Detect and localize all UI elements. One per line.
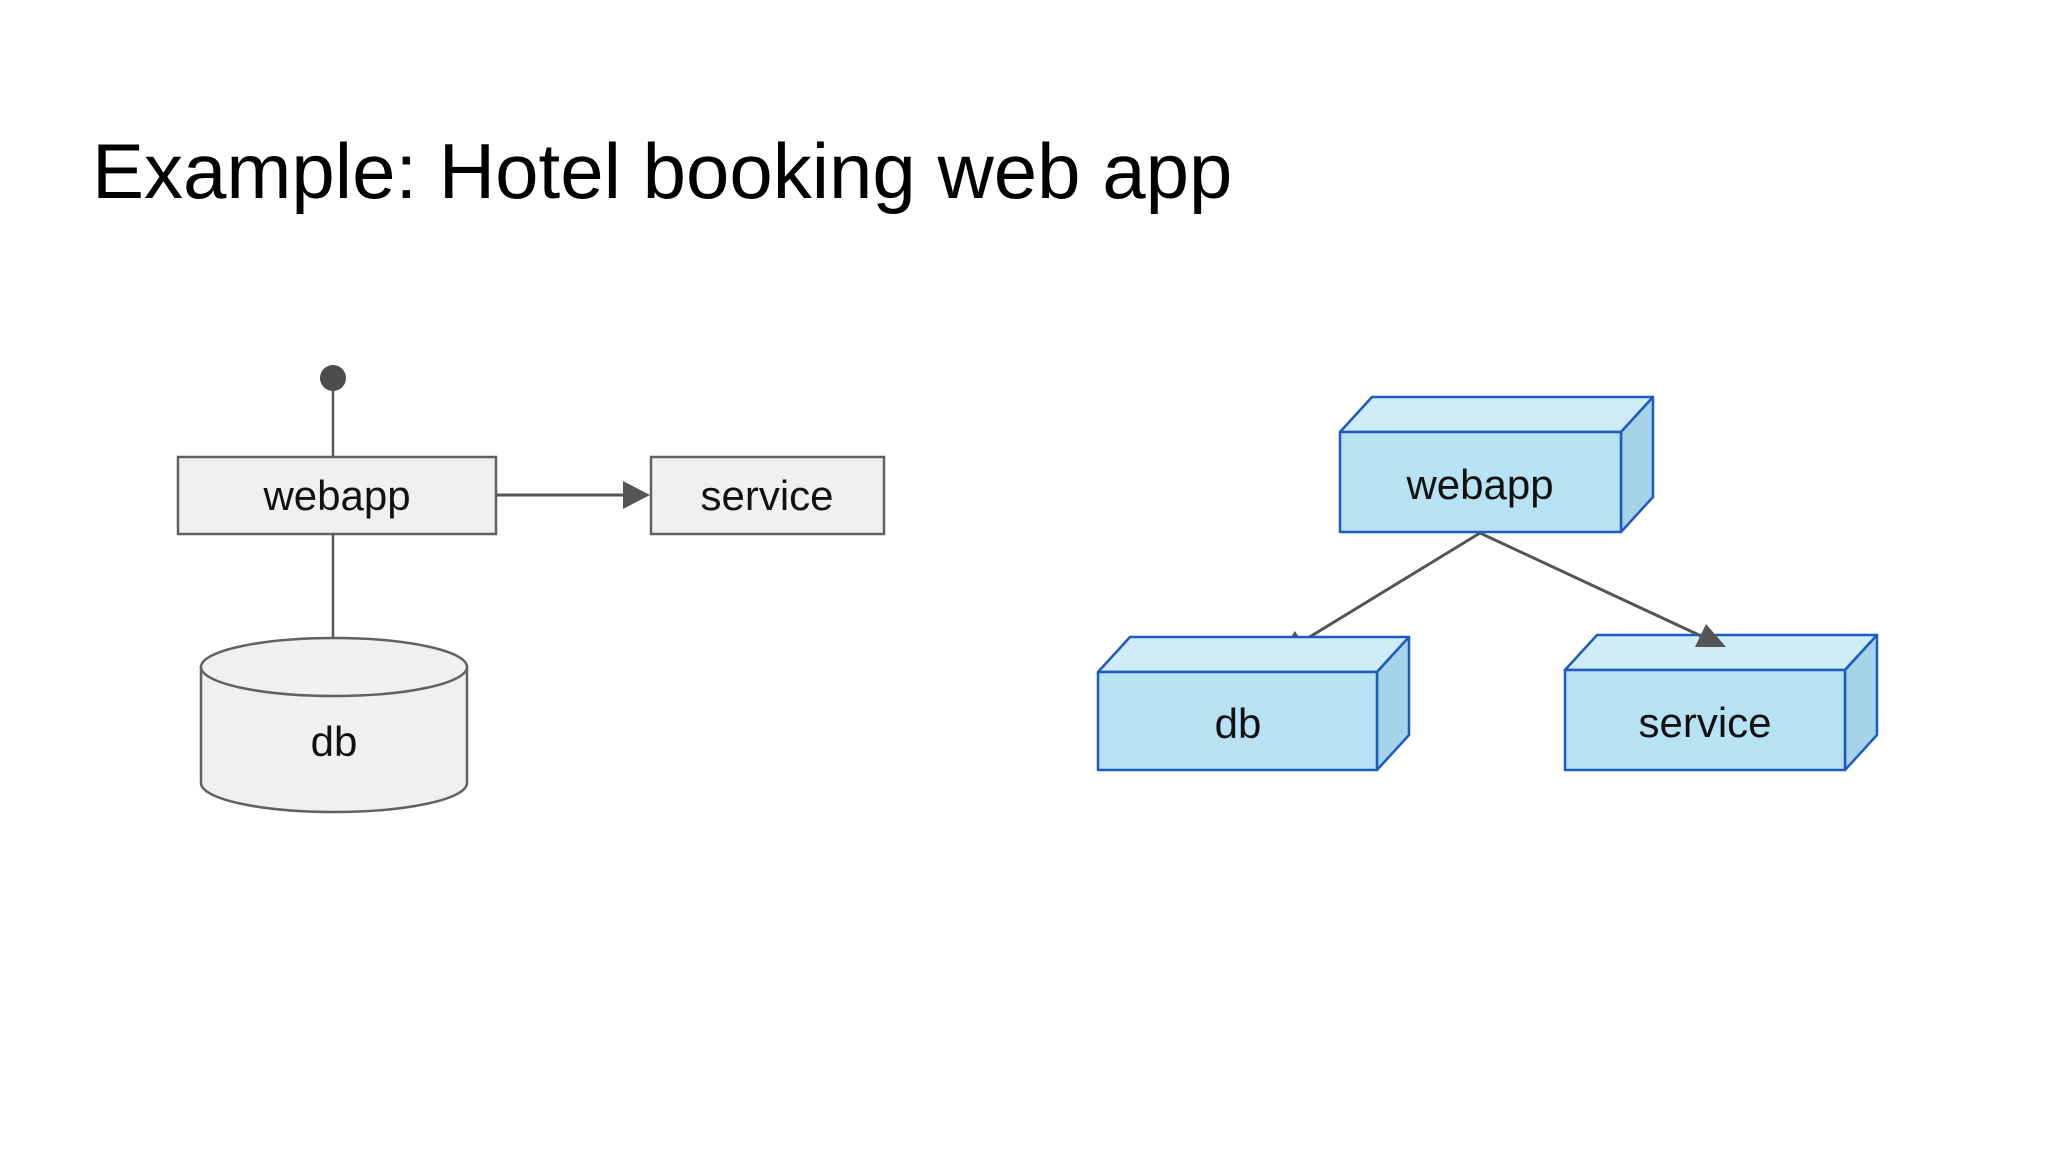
webapp-3d-box-label: webapp bbox=[1405, 461, 1553, 508]
webapp-db-arrow-line bbox=[1302, 531, 1481, 643]
actor-dot bbox=[320, 365, 346, 391]
webapp-node bbox=[176, 455, 498, 536]
webapp-3d-box: webapp bbox=[1338, 395, 1655, 534]
db-3d-box-top-face bbox=[1096, 635, 1411, 674]
service-3d-box: service bbox=[1563, 633, 1879, 772]
webapp-service-3d-arrow-line bbox=[1479, 531, 1702, 638]
webapp-node-label: webapp bbox=[262, 472, 410, 519]
boxes-3d-architecture-diagram: db service webapp bbox=[1096, 395, 1879, 772]
service-node-label: service bbox=[700, 472, 833, 519]
service-node bbox=[649, 455, 886, 536]
service-3d-box-top-face bbox=[1563, 633, 1879, 672]
flat-architecture-diagram: webapp service db bbox=[176, 365, 886, 814]
db-3d-box-front-face bbox=[1096, 670, 1379, 772]
webapp-service-arrowhead-icon bbox=[623, 481, 650, 509]
webapp-service-3d-arrowhead-icon bbox=[1695, 624, 1726, 647]
db-cylinder-top bbox=[199, 636, 469, 698]
db-cylinder-body bbox=[199, 665, 469, 814]
db-node-label: db bbox=[311, 718, 358, 765]
webapp-3d-box-front-face bbox=[1338, 430, 1623, 534]
service-3d-box-label: service bbox=[1638, 699, 1771, 746]
webapp-3d-box-top-face bbox=[1338, 395, 1655, 434]
db-3d-box-label: db bbox=[1215, 700, 1262, 747]
slide-title: Example: Hotel booking web app bbox=[92, 127, 1233, 215]
service-3d-box-front-face bbox=[1563, 668, 1847, 772]
db-3d-box: db bbox=[1096, 635, 1411, 772]
